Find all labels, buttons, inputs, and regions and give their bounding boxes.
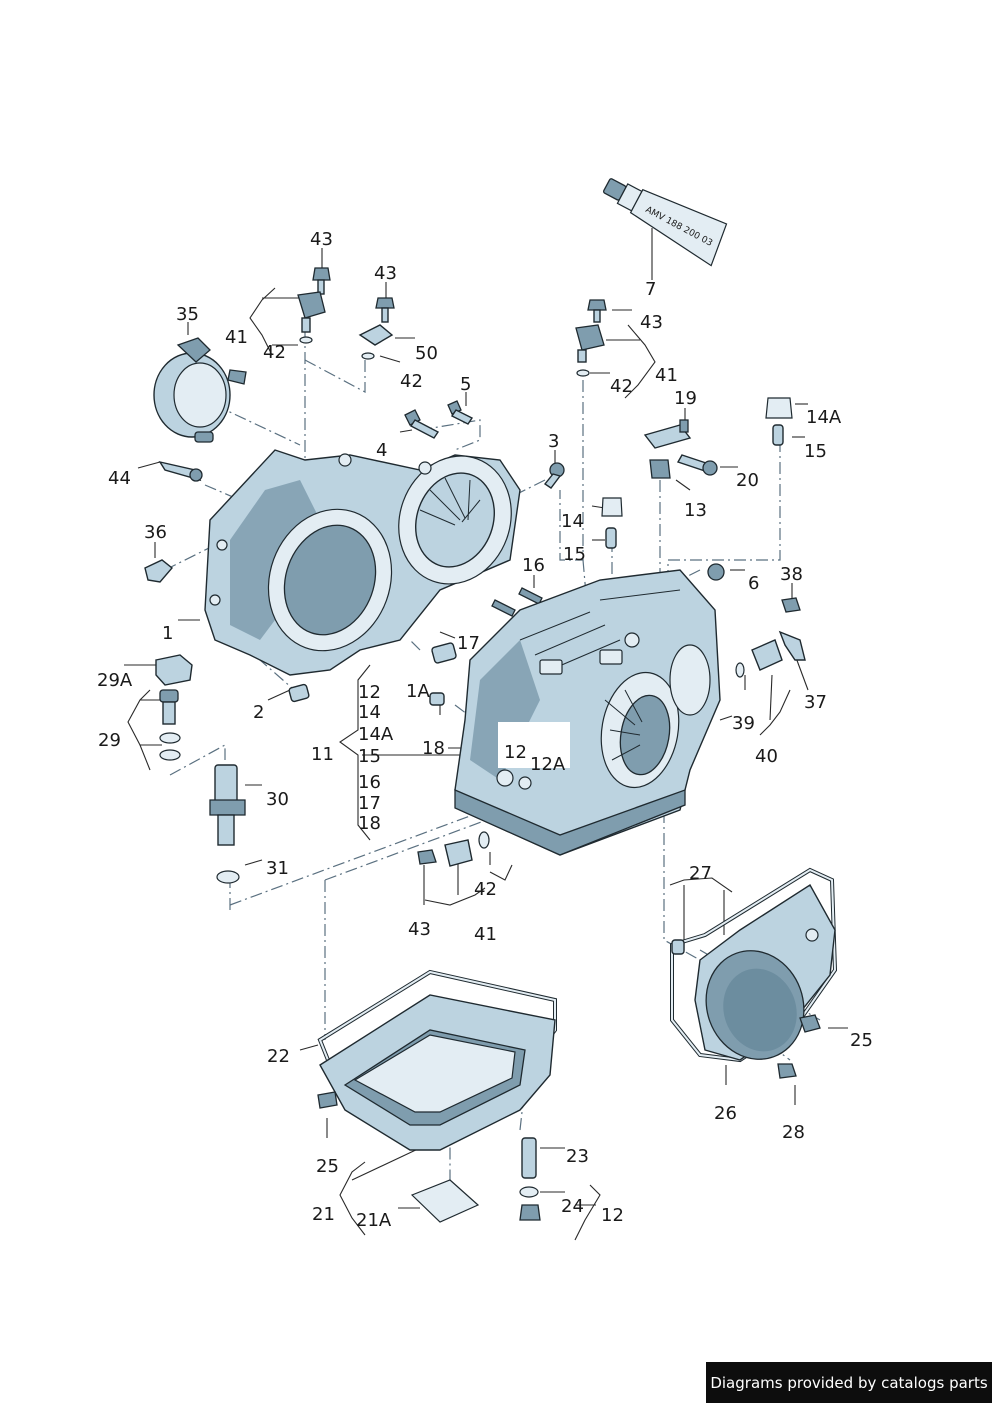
callout-label: 43 [640, 312, 663, 333]
callout-label: 18 [422, 738, 445, 759]
leader-lines [124, 228, 848, 1241]
callout-label: 13 [684, 500, 707, 521]
part-35-cover-ring [153, 337, 247, 443]
part-6-38-nuts [707, 563, 801, 613]
callout-label: 12 [504, 742, 527, 763]
callout-label: 7 [645, 279, 656, 300]
callout-label: 1A [406, 681, 430, 702]
footer-credit: Diagrams provided by catalogs parts [706, 1362, 992, 1403]
callout-label: 14 [561, 511, 584, 532]
callout-label: 43 [374, 263, 397, 284]
callout-label: 43 [408, 919, 431, 940]
part-29-29A-30-31-fittings [155, 654, 246, 884]
callout-label: 29A [97, 670, 133, 691]
callout-label: 15 [804, 441, 827, 462]
part-43-41-sensor-right [575, 299, 607, 377]
callout-label: 41 [225, 327, 248, 348]
callout-label: 14A [358, 724, 394, 745]
part-19-20-13-bracket [643, 419, 718, 479]
part-main-transmission-case [454, 569, 721, 856]
part-43-41-42-sensor-lower [417, 831, 490, 867]
part-37-40-39-switch [735, 630, 806, 678]
callout-label: 30 [266, 789, 289, 810]
callout-label: 21A [356, 1210, 392, 1231]
callout-label: 20 [736, 470, 759, 491]
callout-label: 44 [108, 468, 131, 489]
callout-label: 16 [522, 555, 545, 576]
callout-label: 3 [548, 431, 559, 452]
callout-label: 11 [311, 744, 334, 765]
callout-label: 42 [474, 879, 497, 900]
callout-label: 12 [601, 1205, 624, 1226]
callout-label: 50 [415, 343, 438, 364]
part-3-bolt [543, 462, 565, 489]
callout-label: 35 [176, 304, 199, 325]
part-21-22-oil-pan [317, 969, 557, 1223]
part-2-17-1A-sleeves [288, 587, 543, 706]
callout-label: 39 [732, 713, 755, 734]
callout-label: 17 [457, 633, 480, 654]
callout-label: 2 [253, 702, 264, 723]
callout-label: 12A [530, 754, 566, 775]
callout-label: 29 [98, 730, 121, 751]
callout-label: 1 [162, 623, 173, 644]
callout-label: 4 [376, 440, 387, 461]
callout-label: 21 [312, 1204, 335, 1225]
callout-label: 42 [610, 376, 633, 397]
callout-label: 43 [310, 229, 333, 250]
part-44-plug [158, 460, 203, 482]
callout-label: 12 [358, 682, 381, 703]
callout-label: 26 [714, 1103, 737, 1124]
callout-label: 23 [566, 1146, 589, 1167]
callout-label: 37 [804, 692, 827, 713]
callout-label: 28 [782, 1122, 805, 1143]
callout-label: 42 [400, 371, 423, 392]
part-26-27-side-cover [670, 867, 838, 1079]
callout-label: 38 [780, 564, 803, 585]
callout-label: 16 [358, 772, 381, 793]
callout-label: 18 [358, 813, 381, 834]
callout-label: 14A [806, 407, 842, 428]
part-4-5-bolts [404, 400, 474, 439]
callout-label: 15 [563, 544, 586, 565]
callout-label: 25 [316, 1156, 339, 1177]
callout-label: 14 [358, 702, 381, 723]
callout-labels: 43 43 7 35 41 42 50 42 43 41 42 5 19 14A… [97, 229, 873, 1231]
callout-label: 41 [655, 365, 678, 386]
callout-label: 42 [263, 342, 286, 363]
callout-label: 5 [460, 374, 471, 395]
callout-label: 22 [267, 1046, 290, 1067]
callout-label: 25 [850, 1030, 873, 1051]
callout-label: 36 [144, 522, 167, 543]
callout-label: 19 [674, 388, 697, 409]
callout-label: 24 [561, 1196, 584, 1217]
callout-label: 15 [358, 746, 381, 767]
part-36-cap [144, 559, 174, 583]
callout-label: 6 [748, 573, 759, 594]
callout-label: 27 [689, 863, 712, 884]
part-14A-15-plugs [601, 397, 793, 549]
callout-label: 41 [474, 924, 497, 945]
part-1-bellhousing [204, 449, 521, 676]
part-43-41-sensor-left [297, 267, 395, 360]
callout-label: 40 [755, 746, 778, 767]
part-sealant-tube: AMV 188 200 03 [603, 178, 728, 267]
callout-label: 17 [358, 793, 381, 814]
callout-label: 31 [266, 858, 289, 879]
